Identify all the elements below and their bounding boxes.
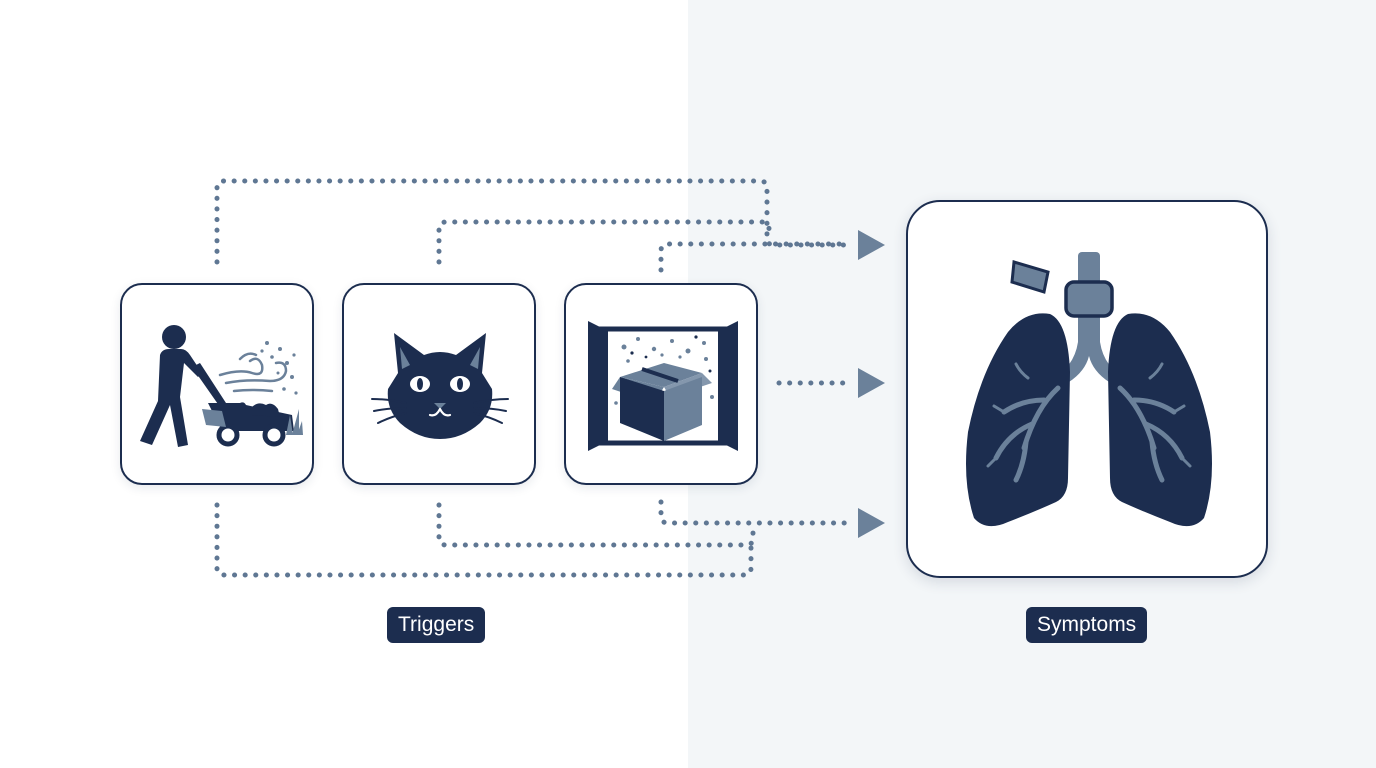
cat-face-icon: [371, 333, 509, 439]
symptoms-label: Symptoms: [1026, 607, 1148, 643]
lungs-icon: [966, 252, 1212, 527]
trigger-card-dusty-box: [564, 283, 758, 485]
arrowhead-middle: [858, 368, 885, 398]
trigger-card-cat: [342, 283, 536, 485]
arrowhead-bottom: [858, 508, 885, 538]
connector-top-box: [658, 241, 849, 273]
connector-top-lawn: [214, 178, 849, 265]
triggers-label: Triggers: [387, 607, 486, 643]
symptom-card-lungs: [906, 200, 1268, 578]
connector-top-cat: [436, 219, 772, 265]
connector-bottom-box: [658, 499, 849, 526]
trigger-card-lawn-mowing: [120, 283, 314, 485]
person-mowing-lawn-icon: [140, 325, 303, 447]
dusty-box-icon: [588, 321, 738, 451]
arrowhead-top: [858, 230, 885, 260]
connector-bottom-lawn: [214, 502, 754, 578]
